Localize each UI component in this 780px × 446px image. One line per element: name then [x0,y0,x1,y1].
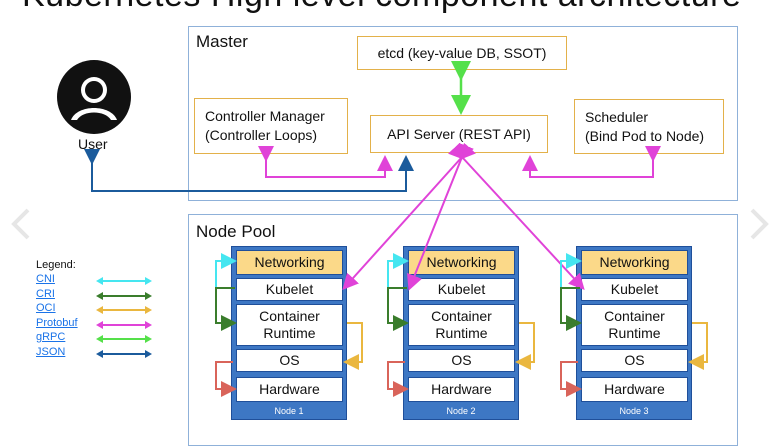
kubelet-layer: Kubelet [408,278,515,301]
api-server-label: API Server (REST API) [387,125,531,142]
legend-arrow-oci [96,306,152,314]
legend-arrow-cni [96,277,152,285]
user-label: User [78,136,108,152]
node-pool-title: Node Pool [196,222,276,241]
kubelet-layer: Kubelet [236,278,343,301]
carousel-prev-icon[interactable] [6,204,36,244]
hardware-layer: Hardware [236,377,343,402]
networking-layer: Networking [408,250,515,275]
legend-arrow-grpc [96,335,152,343]
legend-item-json[interactable]: JSON [36,345,66,358]
controller-manager-label: Controller Manager [205,108,325,124]
legend: Legend: CNI CRI OCI Protobuf gRPC JSON [36,259,166,369]
legend-arrow-cri [96,291,152,300]
node-label: Node 2 [446,406,476,416]
node-label: Node 3 [619,406,649,416]
scheduler-label: Scheduler [585,108,649,125]
legend-item-cri[interactable]: CRI [36,287,55,300]
kubelet-layer: Kubelet [581,278,688,301]
diagram-title-cut: Kubernetes High level component architec… [22,0,741,15]
legend-item-oci[interactable]: OCI [36,302,56,314]
node-label: Node 1 [274,406,304,416]
etcd-box: etcd (key-value DB, SSOT) [357,36,567,70]
master-title: Master [196,32,248,51]
controller-manager-box: Controller Manager (Controller Loops) [194,98,348,154]
legend-item-cni[interactable]: CNI [36,273,55,285]
networking-layer: Networking [236,250,343,275]
os-layer: OS [408,349,515,372]
carousel-next-icon[interactable] [744,204,774,244]
os-layer: OS [236,349,343,372]
legend-item-grpc[interactable]: gRPC [36,331,66,343]
legend-arrow-json [96,349,152,358]
networking-layer: Networking [581,250,688,275]
hardware-layer: Hardware [408,377,515,402]
legend-title: Legend: [36,259,76,271]
os-layer: OS [581,349,688,372]
legend-item-protobuf[interactable]: Protobuf [36,316,78,329]
legend-arrow-protobuf [96,320,152,329]
scheduler-sublabel: (Bind Pod to Node) [585,127,705,144]
scheduler-box: Scheduler (Bind Pod to Node) [574,99,724,154]
user-avatar-icon [57,60,131,134]
api-server-box: API Server (REST API) [370,115,548,153]
hardware-layer: Hardware [581,377,688,402]
etcd-label: etcd (key-value DB, SSOT) [377,44,547,61]
controller-manager-sublabel: (Controller Loops) [205,127,318,143]
